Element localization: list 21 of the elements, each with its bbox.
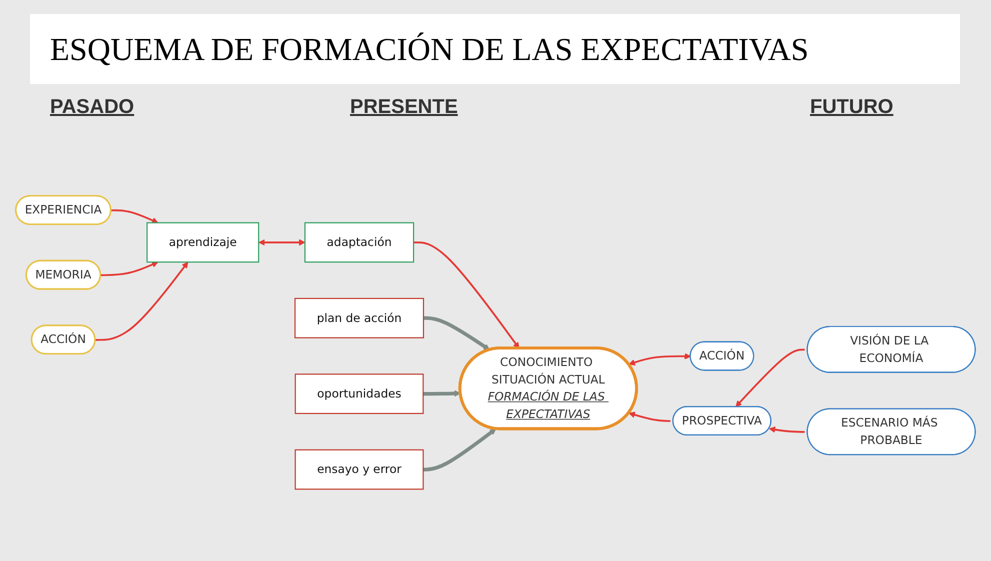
arrow (95, 262, 188, 341)
arrow (414, 242, 520, 349)
arrow (423, 390, 461, 397)
arrow (100, 261, 158, 276)
arrow (628, 353, 691, 366)
title: ESQUEMA DE FORMACIÓN DE LAS EXPECTATIVAS (30, 14, 960, 84)
period-heading: PRESENTE (350, 96, 458, 119)
arrow (423, 316, 490, 350)
node-box: ensayo y error (294, 449, 424, 490)
arrow (628, 412, 670, 422)
node-box: aprendizaje (146, 222, 260, 263)
arrow (258, 239, 306, 246)
period-heading: PASADO (50, 96, 134, 119)
arrow (736, 348, 805, 407)
arrow (111, 209, 158, 224)
arrow (769, 426, 805, 433)
node-box: plan de acción (294, 298, 424, 338)
node-box: adaptación (304, 222, 414, 263)
node-box: oportunidades (294, 374, 424, 414)
period-heading: FUTURO (810, 96, 894, 119)
arrow (423, 428, 496, 472)
